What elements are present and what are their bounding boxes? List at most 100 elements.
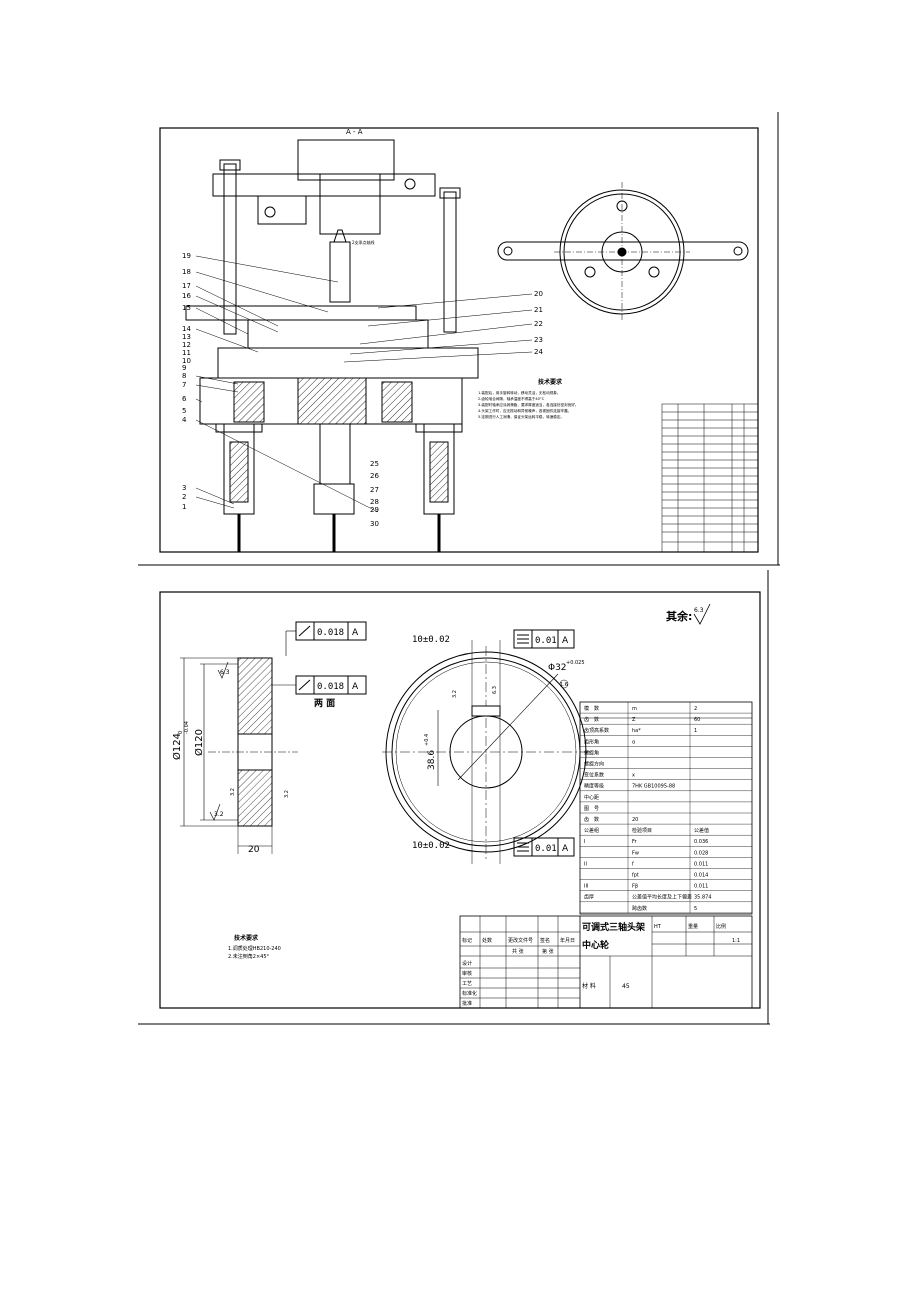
gear-table-cell: 齿 数 <box>584 816 599 823</box>
gear-table-cell: II <box>584 861 587 867</box>
callout-27: 27 <box>370 486 379 494</box>
callout-5: 5 <box>182 407 186 415</box>
tech-req-line-3: 3.装配时轴承应涂润滑脂，要求厚度适当，各连接处密封良好。 <box>478 402 578 407</box>
gear-table-cell: 5 <box>694 906 697 912</box>
gear-front-view <box>382 640 590 864</box>
title-block-text: 标记 处数 更改文件号 签名 年月日 共 张 第 张 设计 审核 工艺 标准化 … <box>462 921 740 1007</box>
roughness-note-label: 其余: <box>666 609 692 623</box>
gear-table-cell: 公差值 <box>694 827 709 834</box>
tech-req-line-1: 1.装配后，用手旋转转动，移动灵活，无松动现象。 <box>478 390 561 395</box>
callout-1: 1 <box>182 503 186 511</box>
tb-col-3: 更改文件号 <box>508 937 533 944</box>
assembly-drawing-sheet: A - A 2支承点轴线 19 18 17 16 15 <box>138 112 780 567</box>
callout-7: 7 <box>182 381 186 389</box>
gear-table-cell: 螺旋方向 <box>584 761 604 768</box>
gear-table-cell: 1 <box>694 728 697 734</box>
gear-table-cell: 中心距 <box>584 794 599 801</box>
face-ra-1: 3.2 <box>452 690 458 698</box>
sym-datum-top: A <box>562 636 569 646</box>
both-sides-label: 两 面 <box>314 698 335 709</box>
symmetry-frame-top: 0.01 A <box>513 629 575 649</box>
gear-table-cell: 螺旋角 <box>584 749 599 756</box>
gear-table-cell: 齿顶高系数 <box>584 727 609 734</box>
tb-small-1: 共 张 <box>512 948 524 955</box>
face-ra-2: 6.3 <box>492 686 498 694</box>
tech-req2-title: 技术要求 <box>234 934 259 942</box>
gear-table-cell: 0.036 <box>694 839 708 845</box>
tech-requirements-sheet2: 技术要求 1.调质处理HB210-240 2.未注倒角2×45° <box>228 934 281 960</box>
bore-ra: 1.6 <box>560 682 568 688</box>
tech-req-line-2: 2.齿轮啮合间隙，轴承温度不得高于40°C <box>478 396 545 401</box>
bore-tol: +0.025 <box>566 660 585 666</box>
parts-list <box>661 403 759 553</box>
gear-table-cell: 齿 数 <box>584 716 599 723</box>
gear-table-cell: Fr <box>632 839 638 845</box>
gear-table-cell: III <box>584 884 588 890</box>
callout-21: 21 <box>534 306 543 314</box>
gear-table-cell: ha* <box>632 728 641 734</box>
part-title-2: 中心轮 <box>582 939 609 951</box>
tb-row-2: 审核 <box>462 970 472 977</box>
callout-4: 4 <box>182 416 187 424</box>
gear-table-cell: 精度等级 <box>584 783 604 790</box>
tolerance-frame-1: 0.018 A <box>285 621 367 656</box>
gear-table-cell: m <box>632 706 637 712</box>
gear-table-cell: 模 数 <box>584 705 599 712</box>
callout-14: 14 <box>182 325 191 333</box>
gear-parameter-table <box>579 701 753 915</box>
gear-table-cell: 0.028 <box>694 850 708 856</box>
ra-bottom: 3.2 <box>214 811 224 818</box>
callout-22: 22 <box>534 320 543 328</box>
gear-table-cell: 齿厚 <box>584 895 594 901</box>
callout-24: 24 <box>534 348 543 356</box>
gear-table-cell: 跨齿数 <box>632 905 647 912</box>
tb-mark: HT <box>654 924 662 930</box>
keyway-dim: 38.6 <box>427 750 437 770</box>
gear-table-cell: 图 号 <box>584 806 599 812</box>
tech-requirements-sheet1: 技术要求 1.装配后，用手旋转转动，移动灵活，无松动现象。 2.齿轮啮合间隙，轴… <box>478 378 578 419</box>
gear-table-cell: fpt <box>632 873 639 879</box>
tol-value-1: 0.018 <box>317 628 344 638</box>
callout-30: 30 <box>370 520 379 528</box>
callout-15: 15 <box>182 304 191 312</box>
gear-table-cell: 公差值平均长度及上下偏差 <box>632 894 692 901</box>
dim-width: 20 <box>248 845 260 855</box>
material-label: 材 料 <box>582 982 596 990</box>
dim-inner: Ø120 <box>193 729 205 756</box>
roughness-note-value: 6.3 <box>694 607 704 614</box>
gear-table-cell: 7HK GB10095-88 <box>632 784 675 790</box>
callout-9: 9 <box>182 364 186 372</box>
part-title-1: 可调式三轴头架 <box>582 921 645 933</box>
gear-table-cell: 0.011 <box>694 884 708 890</box>
dim-outer-upper: 0 <box>178 731 184 734</box>
callout-16: 16 <box>182 292 191 300</box>
ra-right: 3.2 <box>284 790 290 798</box>
symmetry-frame-bottom: 0.01 A <box>513 837 575 857</box>
gear-table-cell: I <box>584 839 585 845</box>
title-block <box>459 915 753 1009</box>
callouts-right: 20 21 22 23 24 25 26 27 28 29 30 <box>370 290 543 528</box>
keyway-tol: +0.4 <box>424 734 430 746</box>
gear-table-cell: α <box>632 739 636 745</box>
callout-29: 29 <box>370 506 379 514</box>
gear-table-cell: 2 <box>694 706 697 712</box>
tb-row-5: 批准 <box>462 1000 472 1007</box>
gear-table-cell: x <box>632 773 635 779</box>
callout-3: 3 <box>182 484 186 492</box>
key-width-top: 10±0.02 <box>412 635 450 645</box>
callout-17: 17 <box>182 282 191 290</box>
assembly-drawing: A - A 2支承点轴线 19 18 17 16 15 <box>138 112 780 566</box>
callout-6: 6 <box>182 395 187 403</box>
datum-label-1: A <box>352 628 359 638</box>
sym-datum-bottom: A <box>562 844 569 854</box>
gear-table-cell: 变位系数 <box>584 772 604 779</box>
callout-8: 8 <box>182 372 186 380</box>
callout-23: 23 <box>534 336 543 344</box>
gear-table-cell: 0.014 <box>694 873 708 879</box>
gear-table-cell: 60 <box>694 717 700 723</box>
part-drawing-sheet: 其余: 6.3 Ø124 0 -0.04 Ø120 20 6.3 3.2 3.2… <box>138 570 772 1026</box>
section-label: A - A <box>346 128 363 136</box>
part-drawing: 其余: 6.3 Ø124 0 -0.04 Ø120 20 6.3 3.2 3.2… <box>138 570 770 1025</box>
callout-11: 11 <box>182 349 191 357</box>
material-value: 45 <box>622 983 630 990</box>
